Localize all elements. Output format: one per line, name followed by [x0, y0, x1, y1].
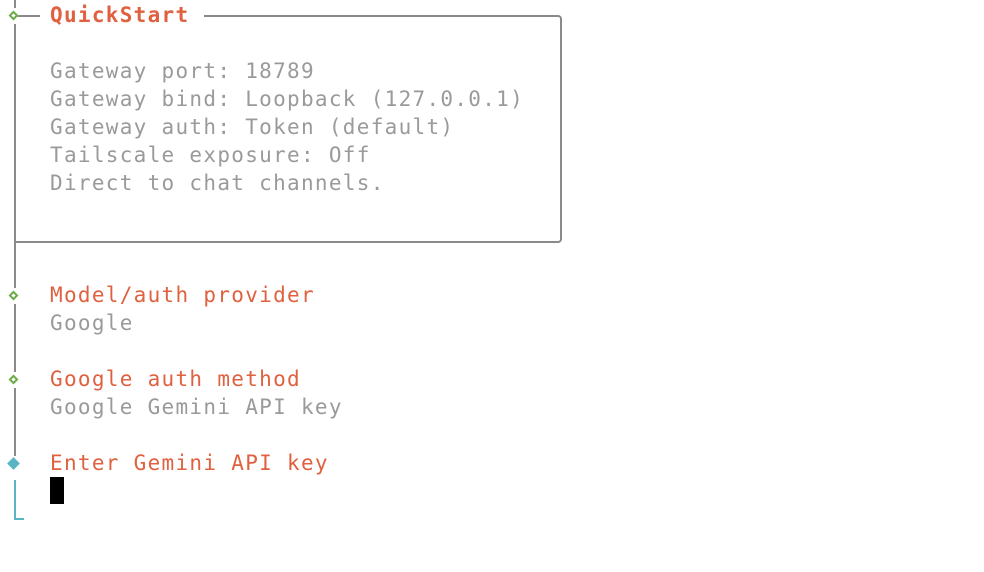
- step-value-auth-method: Google Gemini API key: [50, 395, 343, 419]
- quickstart-box: [14, 15, 562, 243]
- quickstart-line: Direct to chat channels.: [50, 171, 385, 195]
- step-done-icon: [8, 290, 19, 301]
- active-step-line: [14, 480, 16, 520]
- timeline-line: [14, 388, 16, 456]
- quickstart-line: Gateway port: 18789: [50, 59, 315, 83]
- step-value-provider: Google: [50, 311, 134, 335]
- api-key-input-cursor[interactable]: [50, 477, 64, 504]
- quickstart-line: Gateway auth: Token (default): [50, 115, 455, 139]
- step-done-icon: [8, 374, 19, 385]
- timeline-line: [14, 0, 16, 8]
- step-active-icon: [7, 457, 20, 470]
- quickstart-title: QuickStart: [50, 3, 190, 27]
- step-label-provider: Model/auth provider: [50, 283, 315, 307]
- timeline-line: [14, 24, 16, 288]
- active-step-line-end: [14, 518, 24, 520]
- quickstart-line: Gateway bind: Loopback (127.0.0.1): [50, 87, 525, 111]
- step-label-auth-method: Google auth method: [50, 367, 301, 391]
- timeline-line: [14, 304, 16, 372]
- step-label-api-key: Enter Gemini API key: [50, 451, 329, 475]
- quickstart-line: Tailscale exposure: Off: [50, 143, 371, 167]
